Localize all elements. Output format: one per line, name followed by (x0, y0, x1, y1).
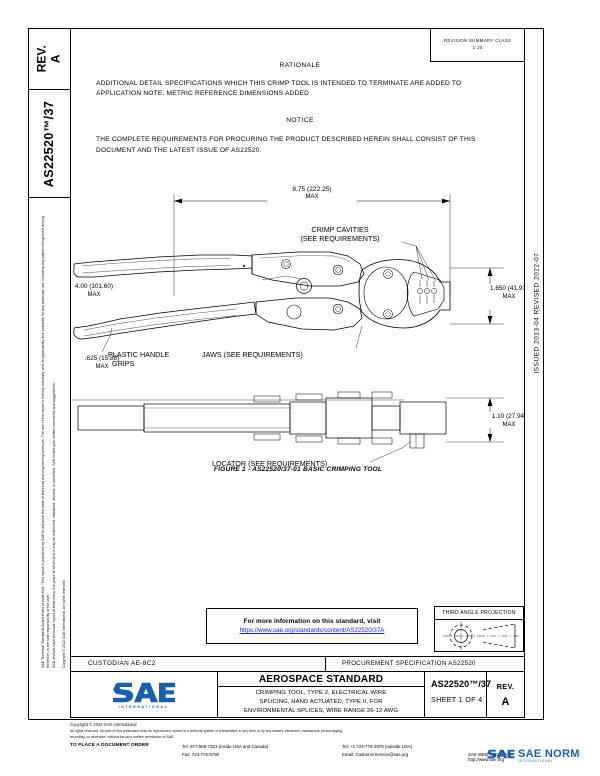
engineering-drawing: 8.75 (222.25) MAX 1.650 (41.91) MAX 4.00… (72, 176, 524, 484)
footer-us-contact: Tel: 877-606-7323 (inside USA and Canada… (182, 743, 268, 758)
right-vertical-strip: ISSUED 2013-04 REVISED 2022-07 (524, 28, 543, 718)
standard-url-link[interactable]: https://www.sae.org/standards/content/AS… (239, 627, 385, 634)
label-crimp-cavities-line-2: (SEE REQUIREMENTS) (300, 234, 379, 243)
standard-title-cell: AEROSPACE STANDARD CRIMPING TOOL, TYPE 2… (218, 672, 425, 718)
rationale-text: ADDITIONAL DETAIL SPECIFICATIONS WHICH T… (96, 80, 462, 98)
revision-box-text: REV. A (34, 45, 63, 72)
description-line-3: ENVIRONMENTAL SPLICES, WIRE RANGE 26-12 … (244, 707, 398, 714)
notice-heading: NOTICE (286, 117, 314, 125)
footer-rights-line-1: All rights reserved. No part of this pub… (70, 729, 344, 734)
revision-summary-line-2: 1-20 (472, 44, 483, 50)
sae-logo-cell: INTERNATIONAL (70, 672, 218, 718)
text-body: RATIONALE ADDITIONAL DETAIL SPECIFICATIO… (78, 62, 522, 156)
footer-order-info: TO PLACE A DOCUMENT ORDER Tel: 877-606-7… (70, 743, 530, 763)
footer-intl-contact: Tel: +1 724-776-4970 (outside USA) Email… (342, 743, 412, 758)
footer-email-label: Email: (342, 751, 355, 757)
footer-tel-us-label: Tel: (182, 744, 189, 750)
sae-norm-subtext: INTERNATIONAL (518, 759, 554, 763)
label-crimp-cavities-line-1: CRIMP CAVITIES (311, 225, 368, 234)
legal-sidebar-line-1: SAE Technical Standards Board Rules prov… (41, 216, 50, 668)
notice-text: THE COMPLETE REQUIREMENTS FOR PROCURING … (96, 136, 476, 154)
footer-email[interactable]: CustomerService@sae.org (355, 751, 409, 757)
description-line-2: SPLICING, HAND ACTUATED, TYPE II, FOR (259, 698, 383, 705)
footer-rights-line-2: recording, or otherwise, without the pri… (70, 735, 175, 740)
rationale-heading: RATIONALE (279, 62, 321, 69)
title-block-rev-label: REV. (496, 682, 515, 691)
label-plastic-handle-line-2: GRIPS (112, 359, 135, 368)
sae-logo-subtext: INTERNATIONAL (118, 704, 169, 709)
title-block-revision-cell: REV. A (487, 672, 524, 718)
legal-sidebar-line-3: Copyright © 2022 SAE International. All … (62, 579, 66, 668)
title-block-doc-number: AS22520™/37 (431, 679, 492, 689)
document-number-cell: AS22520™/37 SHEET 1 OF 4 (425, 672, 492, 718)
sae-norm-watermark: SAE NORM INTERNATIONAL (487, 742, 583, 766)
dim-height: 1.650 (41.91) (490, 285, 524, 292)
page-footer: Copyright © 2022 SAE International All r… (70, 722, 530, 763)
sae-watermark-icon (487, 749, 515, 759)
footer-fax: 724-776-0790 (191, 751, 220, 757)
legal-sidebar: SAE Technical Standards Board Rules prov… (30, 206, 68, 676)
label-locator: LOCATOR (SEE REQUIREMENTS) (212, 459, 327, 468)
third-angle-projection-box: THIRD ANGLE PROJECTION (434, 606, 524, 652)
revision-box: REV. A (28, 28, 70, 90)
title-block: INTERNATIONAL AEROSPACE STANDARD CRIMPIN… (70, 672, 524, 718)
dim-height-note: MAX (502, 294, 515, 300)
dim-grip-width-note: MAX (95, 364, 108, 370)
custodian-text: CUSTODIAN AE-8C2 (88, 660, 156, 667)
sae-logo-icon (111, 681, 176, 703)
standard-type-label: AEROSPACE STANDARD (218, 672, 424, 687)
dim-handle-note: MAX (87, 292, 100, 298)
revision-label: REV. (34, 45, 49, 72)
document-number-box: AS22520™/37 (28, 90, 70, 198)
issued-revised-text: ISSUED 2013-04 REVISED 2022-07 (533, 252, 541, 374)
drawing-frame (28, 28, 544, 720)
more-information-box: For more information on this standard, v… (206, 608, 418, 644)
projection-symbol-icon (443, 622, 519, 650)
revision-value: A (48, 54, 62, 63)
standard-description: CRIMPING TOOL, TYPE 2, ELECTRICAL WIRE S… (218, 687, 424, 716)
row-divider (325, 657, 326, 672)
description-line-1: CRIMPING TOOL, TYPE 2, ELECTRICAL WIRE (255, 690, 387, 696)
sheet-number: SHEET 1 OF 4 (431, 695, 483, 704)
footer-copyright: Copyright © 2022 SAE International (70, 722, 137, 727)
footer-fax-label: Fax: (182, 751, 191, 757)
dim-locator-height: 1.10 (27.94) (492, 413, 524, 420)
third-angle-projection-title: THIRD ANGLE PROJECTION (435, 607, 523, 620)
revision-summary-line-1: REVISION SUMMARY CLASS (443, 37, 512, 43)
dim-grip-width: .625 (15.88) (85, 355, 119, 362)
footer-tel-intl: +1 724-776-4970 (outside USA) (350, 744, 413, 750)
dim-overall-length-note: MAX (305, 194, 318, 200)
sae-norm-text: SAE NORM (518, 748, 580, 760)
dim-overall-length: 8.75 (222.25) (292, 186, 331, 193)
footer-order-label: TO PLACE A DOCUMENT ORDER (70, 743, 149, 749)
title-block-rev-value: A (501, 696, 510, 708)
document-number-vertical: AS22520™/37 (42, 100, 56, 187)
third-angle-projection-symbol (435, 620, 523, 653)
dim-handle: 4.00 (101.60) (75, 283, 113, 290)
legal-sidebar-line-2: SAE reviews each technical report at lea… (52, 382, 56, 668)
left-vertical-strip: REV. A AS22520™/37 SAE Technical Standar… (28, 28, 71, 718)
figure-caption: FIGURE 1 - AS22520/37-01 BASIC CRIMPING … (213, 466, 383, 473)
more-information-label: For more information on this standard, v… (243, 618, 381, 625)
dim-locator-height-note: MAX (502, 422, 515, 428)
footer-tel-intl-label: Tel: (342, 744, 349, 750)
footer-tel-us: 877-606-7323 (inside USA and Canada) (190, 744, 269, 750)
footer-web-url[interactable]: http://www.sae.org (468, 757, 505, 763)
label-jaws: JAWS (SEE REQUIREMENTS) (202, 350, 303, 359)
revision-summary-box: REVISION SUMMARY CLASS 1-20 (430, 28, 524, 62)
crimping-tool-svg: 8.75 (222.25) MAX 1.650 (41.91) MAX 4.00… (72, 186, 524, 468)
label-plastic-handle-line-1: PLASTIC HANDLE (108, 350, 169, 359)
custodian-procurement-row: CUSTODIAN AE-8C2 PROCUREMENT SPECIFICATI… (70, 656, 524, 672)
procurement-spec-text: PROCUREMENT SPECIFICATION AS22520 (342, 660, 476, 667)
